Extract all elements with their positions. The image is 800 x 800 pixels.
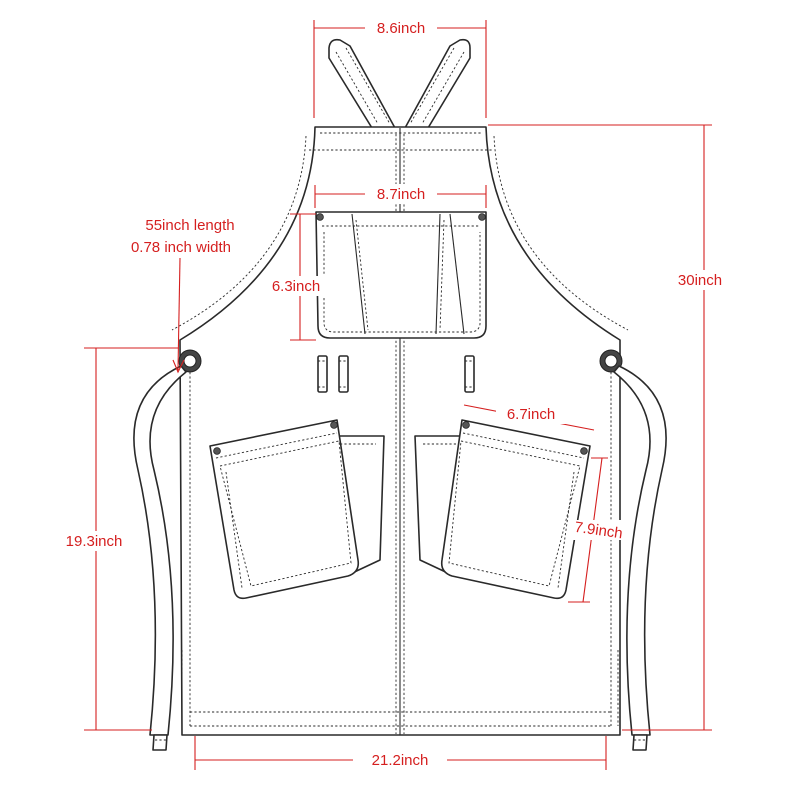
chest-pocket-width-label: 8.7inch [377,186,425,203]
left-lower-pocket [209,419,385,600]
waist-straps [133,365,667,751]
lower-pocket-width-label: 6.7inch [507,406,555,423]
apron-width-label: 21.2inch [372,752,429,769]
chest-pocket [315,211,487,339]
lower-pocket-height-label: 7.9inch [573,519,623,543]
dimension-labels: 8.6inch 8.7inch 6.3inch 30inch 55inch le… [46,18,732,770]
tool-loops [317,355,475,393]
right-lower-pocket [414,419,591,600]
total-length-label: 30inch [678,272,722,289]
neck-straps [328,38,471,129]
grommets [178,349,623,373]
strap-spacing-label: 8.6inch [377,20,425,37]
body-height-label: 19.3inch [66,533,123,550]
chest-pocket-height-label: 6.3inch [272,278,320,295]
waist-strap-length-label: 55inch length [145,217,234,234]
waist-strap-width-label: 0.78 inch width [131,239,231,256]
